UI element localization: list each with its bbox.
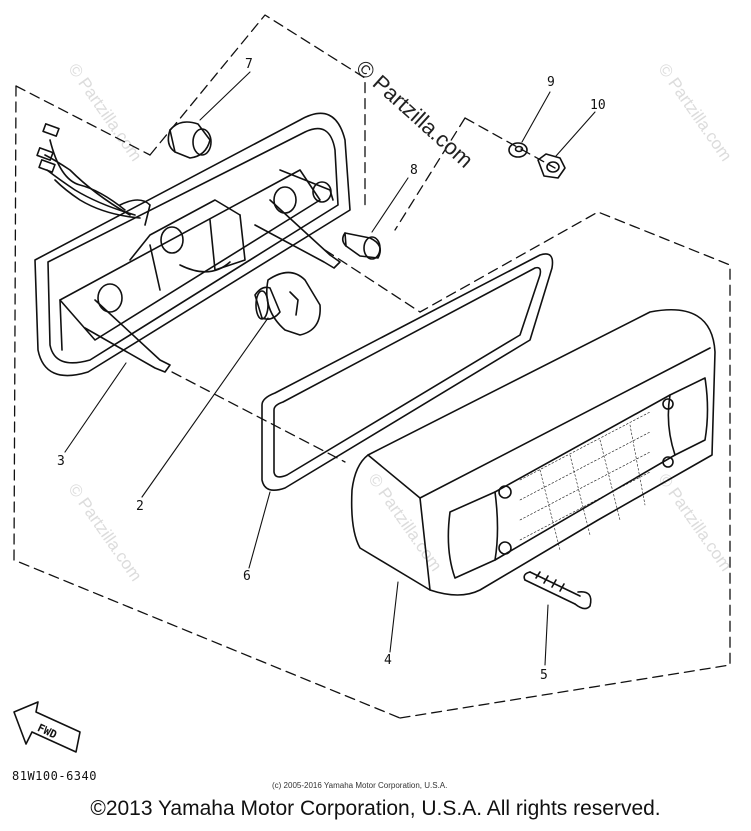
callout-5: 5	[540, 668, 548, 683]
nut	[537, 153, 566, 179]
fwd-label: FWD	[35, 721, 59, 741]
callout-2: 2	[136, 499, 144, 514]
copyright-small: (c) 2005-2016 Yamaha Motor Corporation, …	[272, 781, 448, 790]
part-code: 81W100-6340	[12, 769, 97, 783]
grommet	[167, 121, 212, 159]
lens	[350, 308, 716, 596]
callout-9: 9	[547, 75, 555, 90]
copyright-main: ©2013 Yamaha Motor Corporation, U.S.A. A…	[90, 797, 661, 820]
screw	[523, 571, 592, 610]
collar	[341, 232, 381, 260]
forward-arrow-icon	[13, 701, 81, 753]
callout-3: 3	[57, 454, 65, 469]
assembly-boundary-lines	[13, 14, 731, 719]
gasket	[261, 253, 554, 491]
callout-10: 10	[590, 98, 606, 113]
washer	[508, 142, 528, 158]
callout-4: 4	[384, 653, 392, 668]
leader-lines	[64, 71, 596, 666]
lamp-housing	[34, 112, 351, 377]
callout-8: 8	[410, 163, 418, 178]
callout-7: 7	[245, 57, 253, 72]
bulb	[254, 271, 321, 336]
callout-6: 6	[243, 569, 251, 584]
